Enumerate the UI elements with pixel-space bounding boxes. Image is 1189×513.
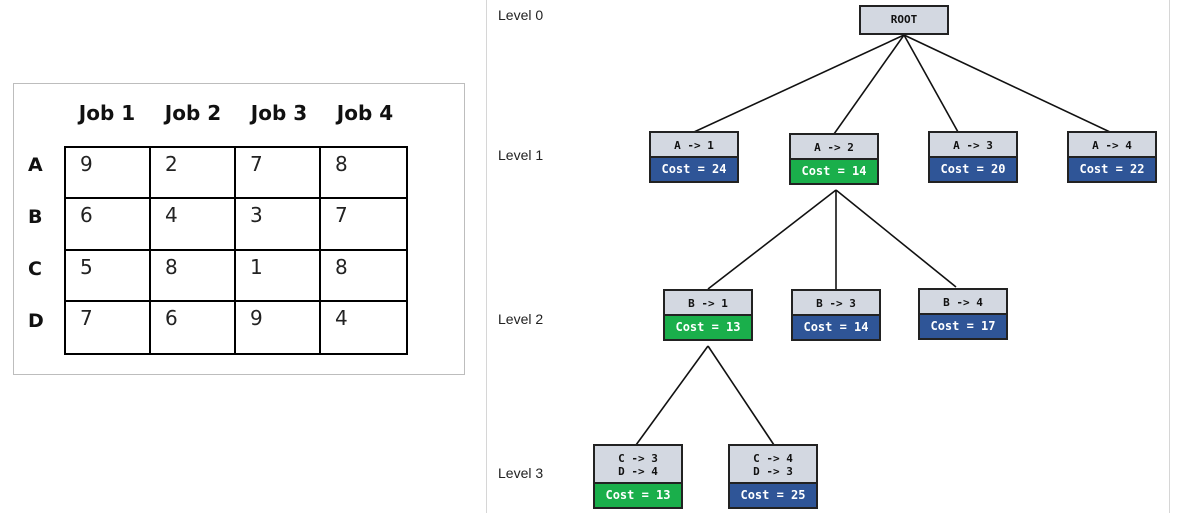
level-label: Level 2 bbox=[498, 311, 544, 327]
tree-edge bbox=[903, 34, 959, 133]
matrix-cell: 7 bbox=[66, 301, 151, 353]
matrix-cell: 4 bbox=[335, 305, 348, 330]
matrix-cell: 2 bbox=[151, 148, 236, 200]
node-cost: Cost = 24 bbox=[651, 156, 737, 181]
tree-edge bbox=[707, 189, 837, 290]
tree-node-a2: A -> 2 Cost = 14 bbox=[789, 133, 879, 185]
root-node: ROOT bbox=[859, 5, 949, 35]
node-cost: Cost = 17 bbox=[920, 313, 1006, 338]
tree-node-a4: A -> 4 Cost = 22 bbox=[1067, 131, 1157, 183]
agent-label: A bbox=[28, 154, 43, 176]
agent-label: D bbox=[28, 310, 44, 332]
node-cost: Cost = 25 bbox=[730, 482, 816, 507]
node-assignment: B -> 4 bbox=[920, 290, 1006, 313]
matrix-cell: 1 bbox=[236, 250, 321, 302]
node-assignment: A -> 1 bbox=[651, 133, 737, 156]
matrix-cell: 3 bbox=[236, 199, 321, 251]
tree-edge bbox=[835, 189, 957, 288]
matrix-cell: 6 bbox=[66, 199, 151, 251]
agent-label: B bbox=[28, 206, 43, 228]
matrix-cell: 6 bbox=[151, 301, 236, 353]
matrix-cell: 9 bbox=[66, 148, 151, 200]
tree-node-a3: A -> 3 Cost = 20 bbox=[928, 131, 1018, 183]
matrix-cell: 4 bbox=[151, 199, 236, 251]
matrix-cell: 9 bbox=[236, 301, 321, 353]
node-cost: Cost = 13 bbox=[665, 314, 751, 339]
matrix-cell: 8 bbox=[321, 148, 406, 200]
level-label: Level 0 bbox=[498, 7, 544, 23]
search-tree-panel bbox=[486, 0, 1170, 513]
tree-edge bbox=[903, 34, 1111, 133]
node-assignment: A -> 3 bbox=[930, 133, 1016, 156]
node-assignment: A -> 2 bbox=[791, 135, 877, 158]
tree-edge bbox=[833, 34, 905, 135]
matrix-cell: 7 bbox=[236, 148, 321, 200]
tree-node-b4: B -> 4 Cost = 17 bbox=[918, 288, 1008, 340]
matrix-cell: 8 bbox=[321, 251, 406, 302]
matrix-cell: 5 bbox=[66, 250, 151, 302]
node-assignment: A -> 4 bbox=[1069, 133, 1155, 156]
tree-edge bbox=[707, 345, 775, 446]
job-header: Job 4 bbox=[336, 101, 394, 125]
node-cost: Cost = 22 bbox=[1069, 156, 1155, 181]
node-assignment: B -> 1 bbox=[665, 291, 751, 314]
matrix-cell: 7 bbox=[321, 199, 406, 251]
job-header: Job 1 bbox=[78, 101, 136, 125]
tree-edge bbox=[693, 34, 905, 133]
tree-node-b3: B -> 3 Cost = 14 bbox=[791, 289, 881, 341]
node-assignment: B -> 3 bbox=[793, 291, 879, 314]
level-label: Level 3 bbox=[498, 465, 544, 481]
node-cost: Cost = 14 bbox=[791, 158, 877, 183]
job-header: Job 3 bbox=[250, 101, 308, 125]
cost-grid: 9 2 7 8 6 4 3 7 5 8 1 8 7 6 9 4 bbox=[64, 146, 408, 355]
level-label: Level 1 bbox=[498, 147, 544, 163]
cost-matrix-panel: Job 1 Job 2 Job 3 Job 4 A B C D 9 2 7 8 … bbox=[13, 83, 465, 375]
tree-node-a1: A -> 1 Cost = 24 bbox=[649, 131, 739, 183]
node-cost: Cost = 20 bbox=[930, 156, 1016, 181]
job-header: Job 2 bbox=[164, 101, 222, 125]
node-cost: Cost = 14 bbox=[793, 314, 879, 339]
node-cost: Cost = 13 bbox=[595, 482, 681, 507]
agent-label: C bbox=[28, 258, 42, 280]
tree-node-b1: B -> 1 Cost = 13 bbox=[663, 289, 753, 341]
tree-edge bbox=[635, 345, 709, 446]
matrix-cell: 8 bbox=[151, 250, 236, 302]
